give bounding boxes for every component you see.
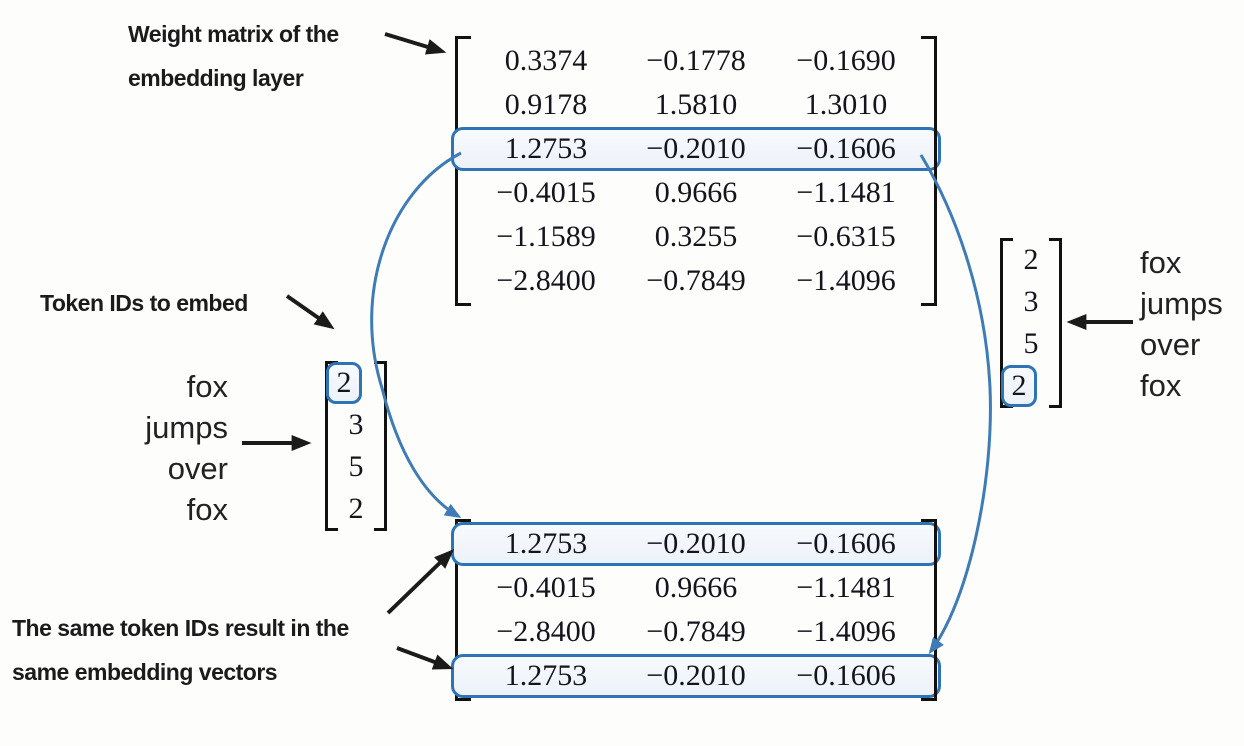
matrix-cell: −1.1481 <box>796 176 896 209</box>
matrix-cell: −1.4096 <box>796 264 896 297</box>
same-token-ids-label-line2: same embedding vectors <box>12 659 278 685</box>
matrix-cell: 1.2753 <box>504 527 588 560</box>
word: fox <box>186 492 228 527</box>
matrix-cell: 0.9178 <box>504 88 588 121</box>
weight-matrix-row: −2.8400 −0.7849 −1.4096 <box>471 259 921 303</box>
matrix-cell: −0.2010 <box>646 659 746 692</box>
token-id-vector-left: 2 3 5 2 <box>325 361 387 531</box>
matrix-cell: −0.1606 <box>796 132 896 165</box>
token-ids-label: Token IDs to embed <box>40 290 248 316</box>
word: fox <box>1140 245 1182 280</box>
right-bracket-icon <box>921 36 937 306</box>
output-matrix: 1.2753 −0.2010 −0.1606 −0.4015 0.9666 −1… <box>451 519 941 701</box>
matrix-cell: −0.1606 <box>796 527 896 560</box>
matrix-cell: −1.1589 <box>496 220 596 253</box>
weight-matrix-row: 0.9178 1.5810 1.3010 <box>471 83 921 127</box>
matrix-cell: −0.7849 <box>646 264 746 297</box>
weight-matrix-label-line1: Weight matrix of the <box>128 21 339 47</box>
token-id: 3 <box>1023 285 1039 318</box>
word: jumps <box>145 410 228 445</box>
matrix-cell: 1.3010 <box>804 88 888 121</box>
matrix-cell: −2.8400 <box>496 264 596 297</box>
same-tokens-arrow-bottom-icon <box>396 646 454 670</box>
word: fox <box>1140 368 1182 403</box>
token-id-highlighted: 2 <box>326 362 362 404</box>
token-id-highlighted: 2 <box>1001 365 1037 407</box>
weight-matrix: 0.3374 −0.1778 −0.1690 0.9178 1.5810 1.3… <box>451 36 941 306</box>
matrix-cell: 1.2753 <box>504 659 588 692</box>
token-ids-label-arrow-icon <box>285 294 335 330</box>
matrix-cell: −1.4096 <box>796 615 896 648</box>
token-id: 2 <box>1023 243 1039 276</box>
matrix-cell: −0.2010 <box>646 527 746 560</box>
word: over <box>167 451 228 486</box>
matrix-cell: −0.7849 <box>646 615 746 648</box>
output-matrix-row-highlighted: 1.2753 −0.2010 −0.1606 <box>451 522 941 566</box>
right-bracket-icon <box>374 361 387 531</box>
word: jumps <box>1140 286 1223 321</box>
output-matrix-row: −2.8400 −0.7849 −1.4096 <box>471 610 921 654</box>
same-token-ids-label: The same token IDs result in the same em… <box>12 606 349 694</box>
left-bracket-icon <box>455 519 471 701</box>
weight-matrix-row-highlighted: 1.2753 −0.2010 −0.1606 <box>451 127 941 171</box>
token-id: 5 <box>1023 327 1039 360</box>
matrix-cell: −0.4015 <box>496 176 596 209</box>
token-id: 3 <box>348 408 364 441</box>
token-id-vector-right: 2 3 5 2 <box>1000 238 1062 408</box>
weight-matrix-row: −0.4015 0.9666 −1.1481 <box>471 171 921 215</box>
word-list-left: fox jumps over fox <box>60 366 228 530</box>
matrix-cell: −2.8400 <box>496 615 596 648</box>
matrix-cell: 1.5810 <box>654 88 738 121</box>
weight-matrix-row: 0.3374 −0.1778 −0.1690 <box>471 39 921 83</box>
matrix-cell: 0.3255 <box>654 220 738 253</box>
weight-matrix-label-line2: embedding layer <box>128 65 304 91</box>
matrix-cell: −0.1690 <box>796 44 896 77</box>
matrix-cell: −1.1481 <box>796 571 896 604</box>
matrix-cell: −0.1606 <box>796 659 896 692</box>
left-bracket-icon <box>455 36 471 306</box>
token-id: 2 <box>336 366 352 399</box>
matrix-cell: 0.9666 <box>654 176 738 209</box>
left-bracket-icon <box>1000 238 1013 408</box>
token-id: 2 <box>348 492 364 525</box>
token-id: 2 <box>1011 369 1027 402</box>
matrix-cell: 0.3374 <box>504 44 588 77</box>
word: over <box>1140 327 1201 362</box>
matrix-cell: −0.6315 <box>796 220 896 253</box>
right-bracket-icon <box>1049 238 1062 408</box>
matrix-cell: 0.9666 <box>654 571 738 604</box>
same-token-ids-label-line1: The same token IDs result in the <box>12 615 349 641</box>
weight-matrix-row: −1.1589 0.3255 −0.6315 <box>471 215 921 259</box>
word: fox <box>186 369 228 404</box>
weight-matrix-label: Weight matrix of the embedding layer <box>128 12 339 100</box>
word-list-right: fox jumps over fox <box>1140 242 1223 406</box>
matrix-cell: −0.2010 <box>646 132 746 165</box>
matrix-cell: −0.4015 <box>496 571 596 604</box>
output-matrix-row: −0.4015 0.9666 −1.1481 <box>471 566 921 610</box>
weight-label-arrow-icon <box>384 32 447 55</box>
same-tokens-arrow-top-icon <box>386 549 455 615</box>
right-bracket-icon <box>921 519 937 701</box>
matrix-cell: 1.2753 <box>504 132 588 165</box>
output-matrix-row-highlighted: 1.2753 −0.2010 −0.1606 <box>451 654 941 698</box>
matrix-cell: −0.1778 <box>646 44 746 77</box>
token-id: 5 <box>348 450 364 483</box>
